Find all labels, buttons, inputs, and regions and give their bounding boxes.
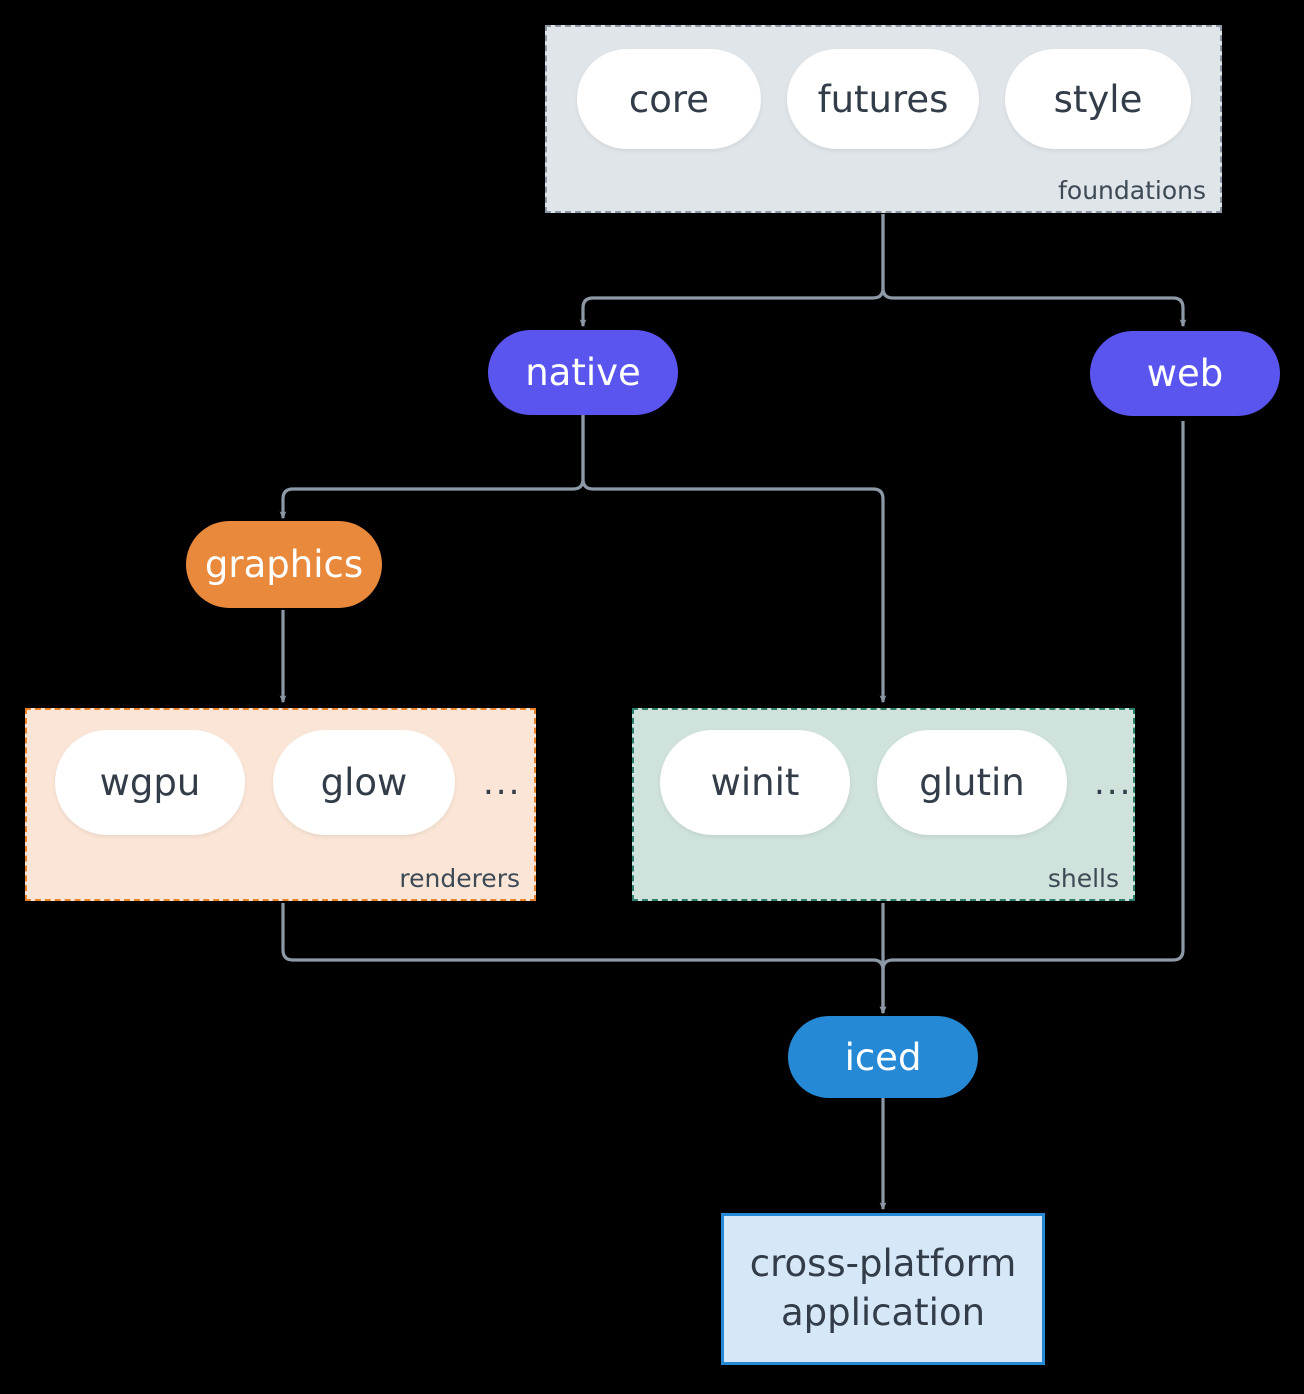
- edge-foundations-web: [881, 214, 1187, 328]
- shells-ellipsis: ...: [1094, 762, 1133, 803]
- node-iced[interactable]: iced: [788, 1016, 978, 1098]
- node-style[interactable]: style: [1005, 49, 1191, 149]
- node-native[interactable]: native: [488, 330, 678, 415]
- cluster-renderers-label: renderers: [399, 864, 520, 893]
- edge-native-shells: [581, 415, 887, 704]
- node-glutin[interactable]: glutin: [877, 730, 1067, 835]
- node-winit[interactable]: winit: [660, 730, 850, 835]
- node-cross-platform-application[interactable]: cross-platform application: [721, 1213, 1045, 1365]
- cluster-renderers-items: wgpu glow ...: [55, 730, 521, 835]
- cluster-shells: winit glutin ... shells: [632, 708, 1135, 901]
- edge-foundations-native: [579, 214, 885, 328]
- cluster-foundations-items: core futures style: [577, 49, 1191, 149]
- node-core[interactable]: core: [577, 49, 761, 149]
- application-line-1: cross-platform: [749, 1242, 1017, 1286]
- cluster-foundations-label: foundations: [1058, 176, 1206, 205]
- node-web[interactable]: web: [1090, 331, 1280, 416]
- edge-native-graphics: [279, 415, 585, 520]
- cluster-foundations: core futures style foundations: [545, 25, 1222, 213]
- cluster-shells-items: winit glutin ...: [660, 730, 1132, 835]
- node-wgpu[interactable]: wgpu: [55, 730, 245, 835]
- node-glow[interactable]: glow: [273, 730, 455, 835]
- edge-renderers-iced: [281, 903, 887, 1015]
- renderers-ellipsis: ...: [483, 762, 522, 803]
- cluster-shells-label: shells: [1047, 864, 1119, 893]
- cluster-renderers: wgpu glow ... renderers: [25, 708, 536, 901]
- node-futures[interactable]: futures: [787, 49, 979, 149]
- node-graphics[interactable]: graphics: [186, 521, 382, 608]
- application-line-2: application: [780, 1291, 986, 1334]
